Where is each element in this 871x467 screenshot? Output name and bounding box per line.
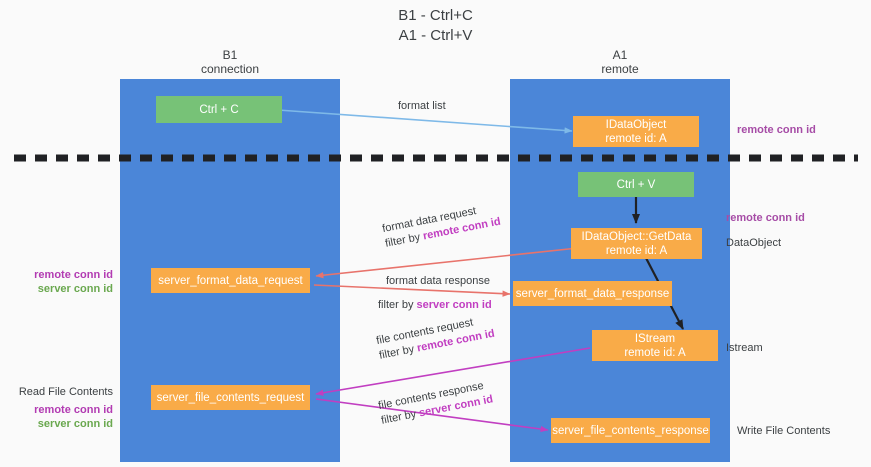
side-note-write-file-contents: Write File Contents [737, 425, 831, 437]
side-note-left-mid: remote conn id server conn id [0, 268, 113, 296]
side-note-istream: Istream [726, 342, 763, 354]
side-note-left-bottom-server: server conn id [37, 418, 113, 430]
column-header-a1-name: A1 [612, 48, 628, 62]
column-header-b1-name: B1 [222, 48, 238, 62]
node-ctrl-v[interactable]: Ctrl + V [578, 172, 694, 197]
node-getdata-sub: remote id: A [605, 244, 668, 257]
node-istream-label: IStream [634, 332, 676, 345]
edge-label-format-data-response-text: format data response [386, 275, 490, 287]
node-server-format-data-response-label: server_format_data_response [515, 287, 670, 300]
node-server-file-contents-response-label: server_file_contents_response [552, 424, 709, 437]
column-header-b1: B1 connection [120, 48, 340, 76]
node-server-format-data-request-label: server_format_data_request [158, 274, 303, 287]
column-header-a1-role: remote [601, 62, 639, 76]
edge-label-file-contents-response: file contents response filter by server … [377, 378, 494, 429]
side-note-read-file-contents: Read File Contents [18, 386, 113, 398]
node-idataobject-sub: remote id: A [605, 132, 667, 145]
node-server-file-contents-response[interactable]: server_file_contents_response [551, 418, 710, 443]
node-ctrl-c-label: Ctrl + C [199, 103, 239, 116]
edge-label-format-data-response: format data response filter by server co… [378, 274, 492, 313]
side-note-left-mid-remote: remote conn id [34, 269, 113, 281]
edge-label-format-data-response-filter: filter by server conn id [378, 299, 492, 311]
side-note-remote-conn-id-mid: remote conn id [726, 212, 805, 224]
node-server-file-contents-request-label: server_file_contents_request [156, 391, 305, 404]
node-ctrl-c[interactable]: Ctrl + C [156, 96, 282, 123]
key-server-conn-id: server conn id [416, 299, 492, 311]
node-idataobject-label: IDataObject [605, 118, 667, 131]
edge-label-format-data-request: format data request filter by remote con… [381, 200, 502, 252]
side-note-left-mid-server: server conn id [37, 283, 113, 295]
node-getdata-label: IDataObject::GetData [581, 230, 692, 243]
side-note-left-bottom-remote: remote conn id [34, 404, 113, 416]
node-getdata[interactable]: IDataObject::GetData remote id: A [571, 228, 702, 259]
side-note-dataobject: DataObject [726, 237, 782, 249]
side-note-remote-conn-id-top: remote conn id [737, 124, 816, 136]
node-istream-sub: remote id: A [624, 346, 686, 359]
edge-label-format-list-text: format list [398, 100, 446, 112]
column-header-a1: A1 remote [510, 48, 730, 76]
side-note-left-bottom: remote conn id server conn id [0, 403, 113, 431]
column-header-b1-role: connection [200, 62, 260, 76]
node-server-format-data-response[interactable]: server_format_data_response [513, 281, 672, 306]
node-ctrl-v-label: Ctrl + V [616, 178, 656, 191]
node-server-file-contents-request[interactable]: server_file_contents_request [151, 385, 310, 410]
edge-label-file-contents-request: file contents request filter by remote c… [375, 312, 496, 364]
title-line-2: A1 - Ctrl+V [398, 27, 473, 44]
node-server-format-data-request[interactable]: server_format_data_request [151, 268, 310, 293]
page-title: B1 - Ctrl+C A1 - Ctrl+V [0, 6, 871, 46]
edge-label-format-list: format list [398, 99, 446, 114]
title-line-1: B1 - Ctrl+C [398, 7, 473, 24]
node-istream[interactable]: IStream remote id: A [592, 330, 718, 361]
node-idataobject[interactable]: IDataObject remote id: A [573, 116, 699, 147]
